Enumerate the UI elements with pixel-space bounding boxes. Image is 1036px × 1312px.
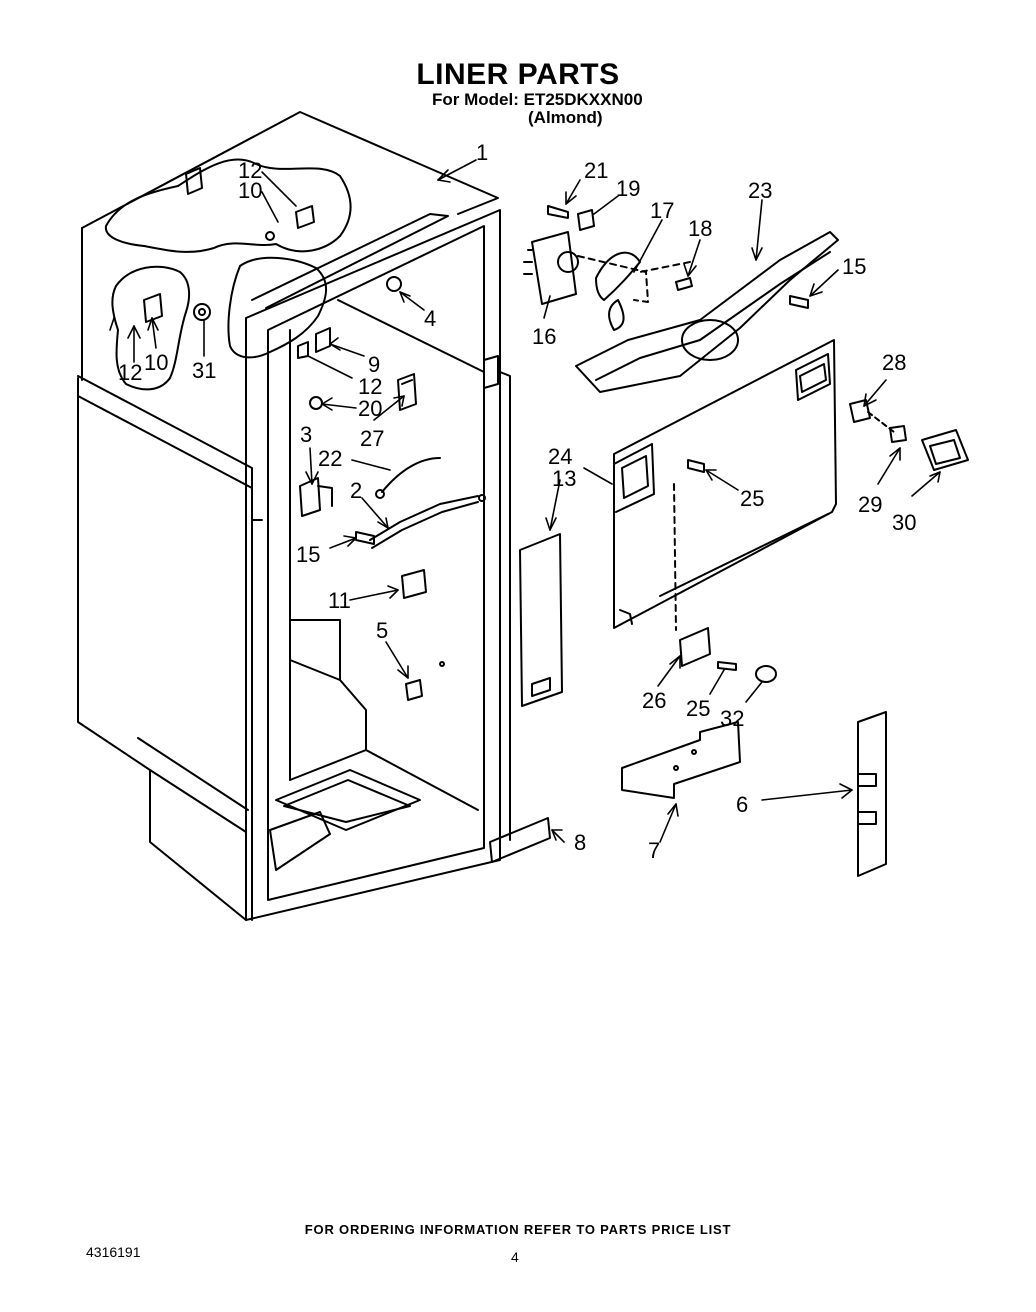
callout-25-upper: 25 [740, 486, 764, 511]
callout-10-left: 10 [144, 350, 168, 375]
callout-23: 23 [748, 178, 772, 203]
color-line: (Almond) [528, 108, 603, 127]
callout-25-lower: 25 [686, 696, 710, 721]
callout-31: 31 [192, 358, 216, 383]
leader-lines [109, 159, 941, 843]
page-title: LINER PARTS [416, 58, 620, 91]
callout-12-mid: 12 [358, 374, 382, 399]
callout-15-right: 15 [842, 254, 866, 279]
callout-30: 30 [892, 510, 916, 535]
callout-1: 1 [476, 140, 488, 165]
callout-labels: 1 2 3 4 5 6 7 8 9 10 10 11 12 12 12 13 1… [118, 140, 916, 863]
callout-27: 27 [360, 426, 384, 451]
callout-19: 19 [616, 176, 640, 201]
callout-4: 4 [424, 306, 436, 331]
callout-13: 13 [552, 466, 576, 491]
callout-12-top: 12 [238, 158, 262, 183]
loose-parts [489, 533, 887, 877]
document-number: 4316191 [86, 1244, 141, 1260]
callout-7: 7 [648, 838, 660, 863]
callout-22: 22 [318, 446, 342, 471]
page-number: 4 [511, 1249, 519, 1265]
interior-parts [297, 276, 486, 701]
callout-15-left: 15 [296, 542, 320, 567]
callout-2: 2 [350, 478, 362, 503]
rear-panel [613, 339, 969, 631]
callout-9: 9 [368, 352, 380, 377]
cabinet-liner [77, 111, 511, 921]
callout-24: 24 [548, 444, 572, 469]
callout-11: 11 [328, 588, 351, 613]
callout-10-top: 10 [238, 178, 262, 203]
callout-29: 29 [858, 492, 882, 517]
callout-3: 3 [300, 422, 312, 447]
callout-5: 5 [376, 618, 388, 643]
callout-26: 26 [642, 688, 666, 713]
callout-16: 16 [532, 324, 556, 349]
callout-32: 32 [720, 706, 744, 731]
ordering-note: FOR ORDERING INFORMATION REFER TO PARTS … [304, 1222, 732, 1237]
callout-17: 17 [650, 198, 674, 223]
callout-28: 28 [882, 350, 906, 375]
callout-21: 21 [584, 158, 608, 183]
callout-8: 8 [574, 830, 586, 855]
callout-6: 6 [736, 792, 748, 817]
callout-18: 18 [688, 216, 712, 241]
callout-20: 20 [358, 396, 382, 421]
model-line: For Model: ET25DKXXN00 [432, 90, 643, 109]
fan-assembly [523, 205, 839, 393]
callout-12-left: 12 [118, 360, 142, 385]
